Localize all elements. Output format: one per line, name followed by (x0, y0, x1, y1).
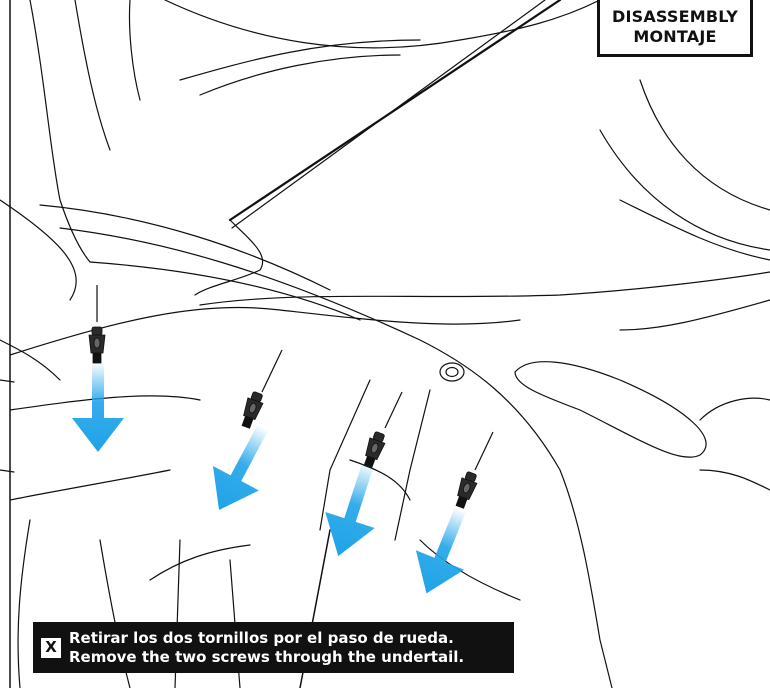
caption-line-english: Remove the two screws through the undert… (69, 647, 465, 666)
badge-line-1: DISASSEMBLY (611, 7, 738, 26)
down-arrow-icon (325, 461, 375, 557)
screw-icon (455, 471, 478, 509)
down-arrow-icon (212, 424, 269, 511)
leader-lines (96, 285, 494, 471)
screw-icon (88, 326, 106, 364)
down-arrow-icon (415, 506, 467, 594)
screw-icon (241, 391, 264, 429)
step-marker: X (41, 637, 61, 658)
caption-line-spanish: Retirar los dos tornillos por el paso de… (69, 628, 454, 647)
badge-line-2: MONTAJE (633, 27, 717, 46)
disassembly-badge: DISASSEMBLY MONTAJE (597, 0, 753, 57)
down-arrow-icon (72, 362, 124, 452)
instruction-caption: X Retirar los dos tornillos por el paso … (33, 622, 514, 673)
